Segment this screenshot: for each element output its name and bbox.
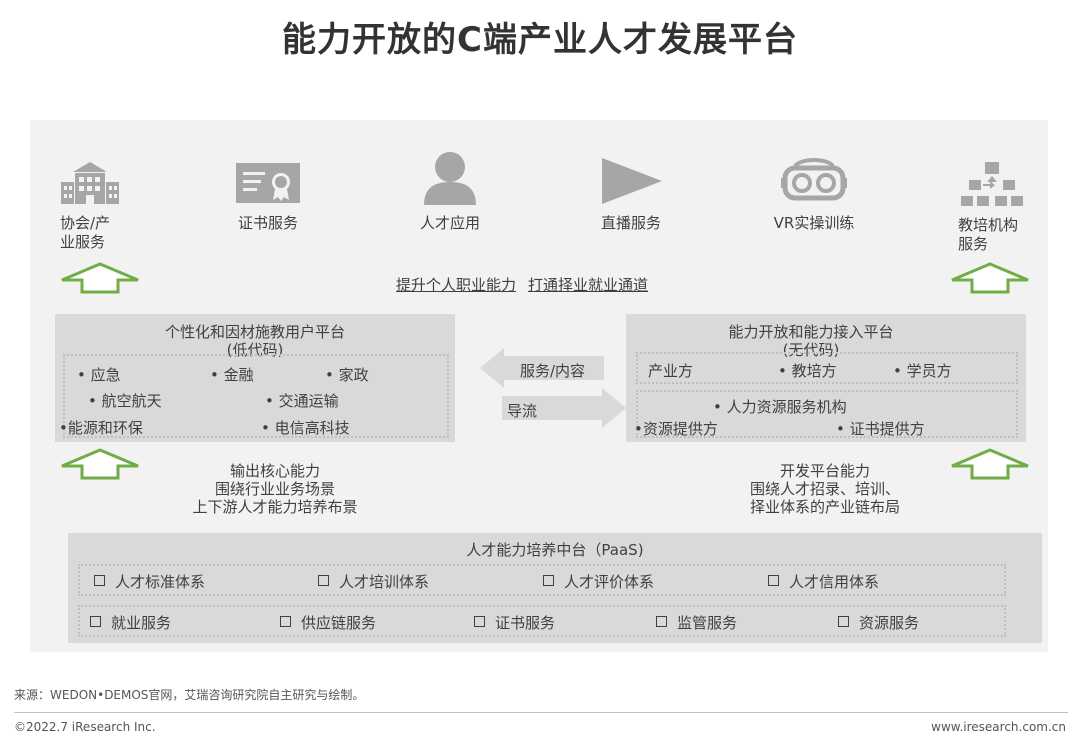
icon-item-certificate: 证书服务	[198, 160, 338, 233]
party-item: 产业方	[648, 362, 694, 380]
icon-label: VR实操训练	[773, 214, 855, 232]
person-icon	[424, 152, 476, 205]
paas-title: 人才能力培养中台（PaaS)	[466, 541, 644, 559]
icon-item-talent-app: 人才应用	[380, 150, 520, 233]
checkbox-square-icon	[318, 575, 329, 586]
icon-label: 直播服务	[600, 214, 661, 232]
industry-list: • 应急 • 金融 • 家政 • 航空航天 • 交通运输 •能源和环保 • 电信…	[59, 354, 449, 438]
green-up-arrow-icon	[951, 262, 1029, 294]
hr-org-title: • 人力资源服务机构	[713, 398, 847, 416]
paas-service-item: 证书服务	[474, 612, 555, 633]
icon-label: 协会/产 业服务	[60, 214, 111, 251]
icon-label: 人才应用	[419, 214, 480, 232]
paas-system-item: 人才信用体系	[768, 571, 879, 592]
goal-item: 打通择业就业通道	[528, 276, 649, 294]
paas-system-item: 人才标准体系	[94, 571, 205, 592]
paas-system-item: 人才评价体系	[543, 571, 654, 592]
service-content-label: 服务/内容	[520, 362, 586, 380]
play-icon	[602, 158, 662, 204]
party-item: • 学员方	[893, 362, 952, 380]
left-platform-title: 个性化和因材施教用户平台	[164, 323, 345, 341]
right-platform-box: 能力开放和能力接入平台 (无代码) 产业方 • 教培方 • 学员方 • 人力资源…	[626, 314, 1026, 442]
right-platform-title: 能力开放和能力接入平台	[728, 323, 894, 341]
checkbox-square-icon	[656, 616, 667, 627]
left-note-line: 输出核心能力	[229, 462, 320, 480]
page-title: 能力开放的C端产业人才发展平台	[282, 20, 798, 60]
left-note-line: 上下游人才能力培养布景	[192, 498, 358, 516]
website-link[interactable]: www.iresearch.com.cn	[931, 720, 1066, 734]
industry-item: • 交通运输	[265, 392, 339, 410]
icon-item-association: 协会/产 业服务	[20, 160, 160, 252]
building-icon	[61, 162, 119, 204]
right-note-line: 开发平台能力	[779, 462, 870, 480]
provider-item: •资源提供方	[634, 420, 718, 438]
industry-item: • 航空航天	[88, 392, 162, 410]
party-row: 产业方 • 教培方 • 学员方	[636, 352, 1018, 384]
party-item: • 教培方	[778, 362, 837, 380]
paas-service-item: 供应链服务	[280, 612, 376, 633]
paas-box: 人才能力培养中台（PaaS) 人才标准体系 人才培训体系 人才评价体系 人才信用…	[68, 533, 1042, 643]
industry-item: • 金融	[210, 366, 254, 384]
paas-service-item: 就业服务	[90, 612, 171, 633]
green-up-arrow-icon	[951, 448, 1029, 480]
hierarchy-icon	[961, 162, 1023, 206]
source-note: 来源：WEDON•DEMOS官网，艾瑞咨询研究院自主研究与绘制。	[14, 688, 365, 702]
industry-item: • 家政	[325, 366, 369, 384]
checkbox-square-icon	[90, 616, 101, 627]
green-up-arrow-icon	[61, 262, 139, 294]
right-note-line: 择业体系的产业链布局	[749, 498, 900, 516]
paas-service-item: 资源服务	[838, 612, 919, 633]
footer-divider	[14, 712, 1068, 713]
checkbox-square-icon	[768, 575, 779, 586]
exchange-arrows-icon	[480, 348, 626, 428]
right-platform-subtitle: (无代码)	[782, 341, 840, 359]
provider-item: • 证书提供方	[836, 420, 925, 438]
left-note-line: 围绕行业业务场景	[214, 480, 335, 498]
left-platform-box: 个性化和因材施教用户平台 (低代码) • 应急 • 金融 • 家政 • 航空航天…	[55, 314, 455, 442]
right-note-line: 围绕人才招录、培训、	[749, 480, 900, 498]
traffic-label: 导流	[507, 402, 538, 420]
checkbox-square-icon	[280, 616, 291, 627]
paas-system-item: 人才培训体系	[318, 571, 429, 592]
icon-item-live: 直播服务	[561, 156, 701, 233]
copyright: ©2022.7 iResearch Inc.	[14, 720, 156, 734]
left-note: 输出核心能力 围绕行业业务场景 上下游人才能力培养布景	[150, 462, 400, 516]
industry-item: • 应急	[77, 366, 121, 384]
vr-headset-icon	[781, 158, 847, 201]
paas-system-row: 人才标准体系 人才培训体系 人才评价体系 人才信用体系	[78, 564, 1006, 596]
icon-item-vr: VR实操训练	[744, 156, 884, 233]
hr-org-box: • 人力资源服务机构 •资源提供方 • 证书提供方	[634, 390, 1018, 438]
checkbox-square-icon	[838, 616, 849, 627]
goals-line: 提升个人职业能力打通择业就业通道	[390, 274, 654, 295]
checkbox-square-icon	[474, 616, 485, 627]
certificate-icon	[236, 163, 300, 203]
industry-item: •能源和环保	[59, 419, 143, 437]
paas-service-row: 就业服务 供应链服务 证书服务 监管服务 资源服务	[78, 605, 1006, 637]
icon-label: 证书服务	[237, 214, 298, 232]
icon-label: 教培机构 服务	[958, 216, 1019, 253]
checkbox-square-icon	[94, 575, 105, 586]
goal-item: 提升个人职业能力	[396, 276, 517, 294]
industry-item: • 电信高科技	[261, 419, 350, 437]
icon-item-training-org: 教培机构 服务	[922, 160, 1062, 254]
right-note: 开发平台能力 围绕人才招录、培训、 择业体系的产业链布局	[700, 462, 950, 516]
green-up-arrow-icon	[61, 448, 139, 480]
checkbox-square-icon	[543, 575, 554, 586]
paas-service-item: 监管服务	[656, 612, 737, 633]
